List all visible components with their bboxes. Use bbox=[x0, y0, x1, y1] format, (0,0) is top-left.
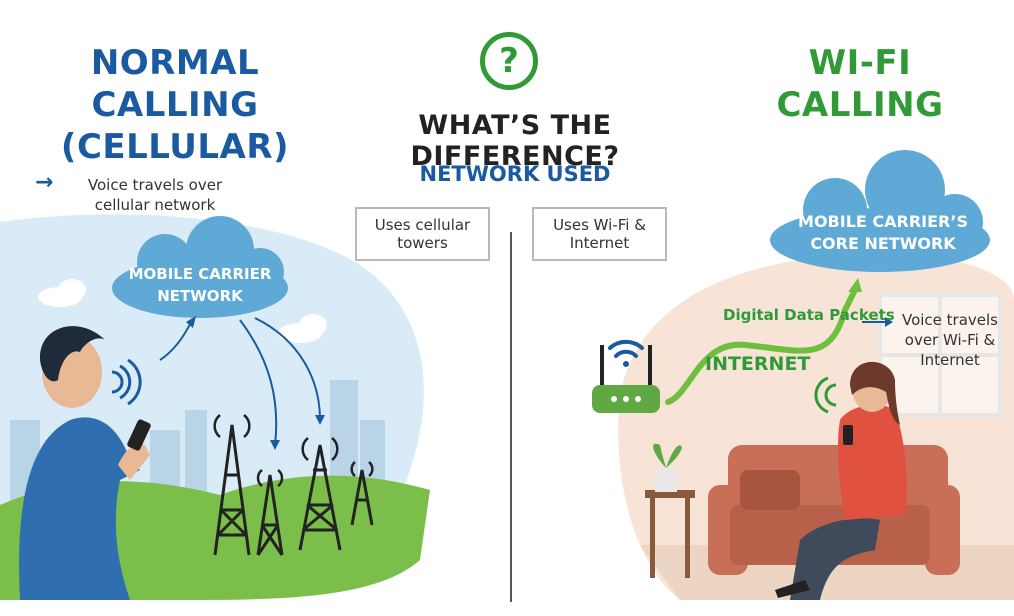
normal-calling-title-line1: NORMAL CALLING bbox=[90, 43, 260, 125]
carrier-core-network-label: MOBILE CARRIER’S CORE NETWORK bbox=[798, 212, 968, 253]
center-divider bbox=[510, 232, 512, 602]
internet-data-path bbox=[665, 287, 858, 405]
side-table-plant bbox=[645, 443, 695, 578]
woman-on-phone bbox=[775, 361, 907, 600]
internet-label: INTERNET bbox=[705, 353, 811, 375]
tower-signal-waves bbox=[213, 414, 374, 487]
difference-title: WHAT’S THE DIFFERENCE? bbox=[410, 110, 620, 172]
cellular-network-box: Uses cellular towers bbox=[355, 207, 490, 261]
wifi-network-box: Uses Wi-Fi & Internet bbox=[532, 207, 667, 261]
digital-data-packets-label: Digital Data Packets bbox=[723, 306, 895, 324]
normal-calling-title-line2: (CELLULAR) bbox=[60, 127, 290, 167]
cellular-voice-note: Voice travels over cellular network bbox=[87, 176, 223, 214]
network-used-heading: NETWORK USED bbox=[419, 162, 611, 186]
mobile-carrier-network-label: MOBILE CARRIER NETWORK bbox=[128, 265, 272, 305]
carrier-core-cloud bbox=[770, 150, 990, 272]
man-on-phone bbox=[19, 326, 151, 600]
question-mark-icon: ? bbox=[480, 32, 538, 90]
wifi-router bbox=[592, 339, 660, 413]
mobile-carrier-cloud bbox=[112, 216, 288, 318]
wifi-calling-title: WI-FI CALLING bbox=[776, 43, 944, 125]
normal-calling-title: NORMAL CALLING (CELLULAR) bbox=[40, 42, 310, 168]
wifi-voice-note: Voice travels over Wi-Fi & Internet bbox=[901, 311, 998, 369]
window bbox=[878, 293, 1002, 417]
small-clouds bbox=[38, 279, 327, 343]
right-arrow-icon: → bbox=[35, 170, 54, 195]
cell-towers bbox=[213, 424, 374, 556]
